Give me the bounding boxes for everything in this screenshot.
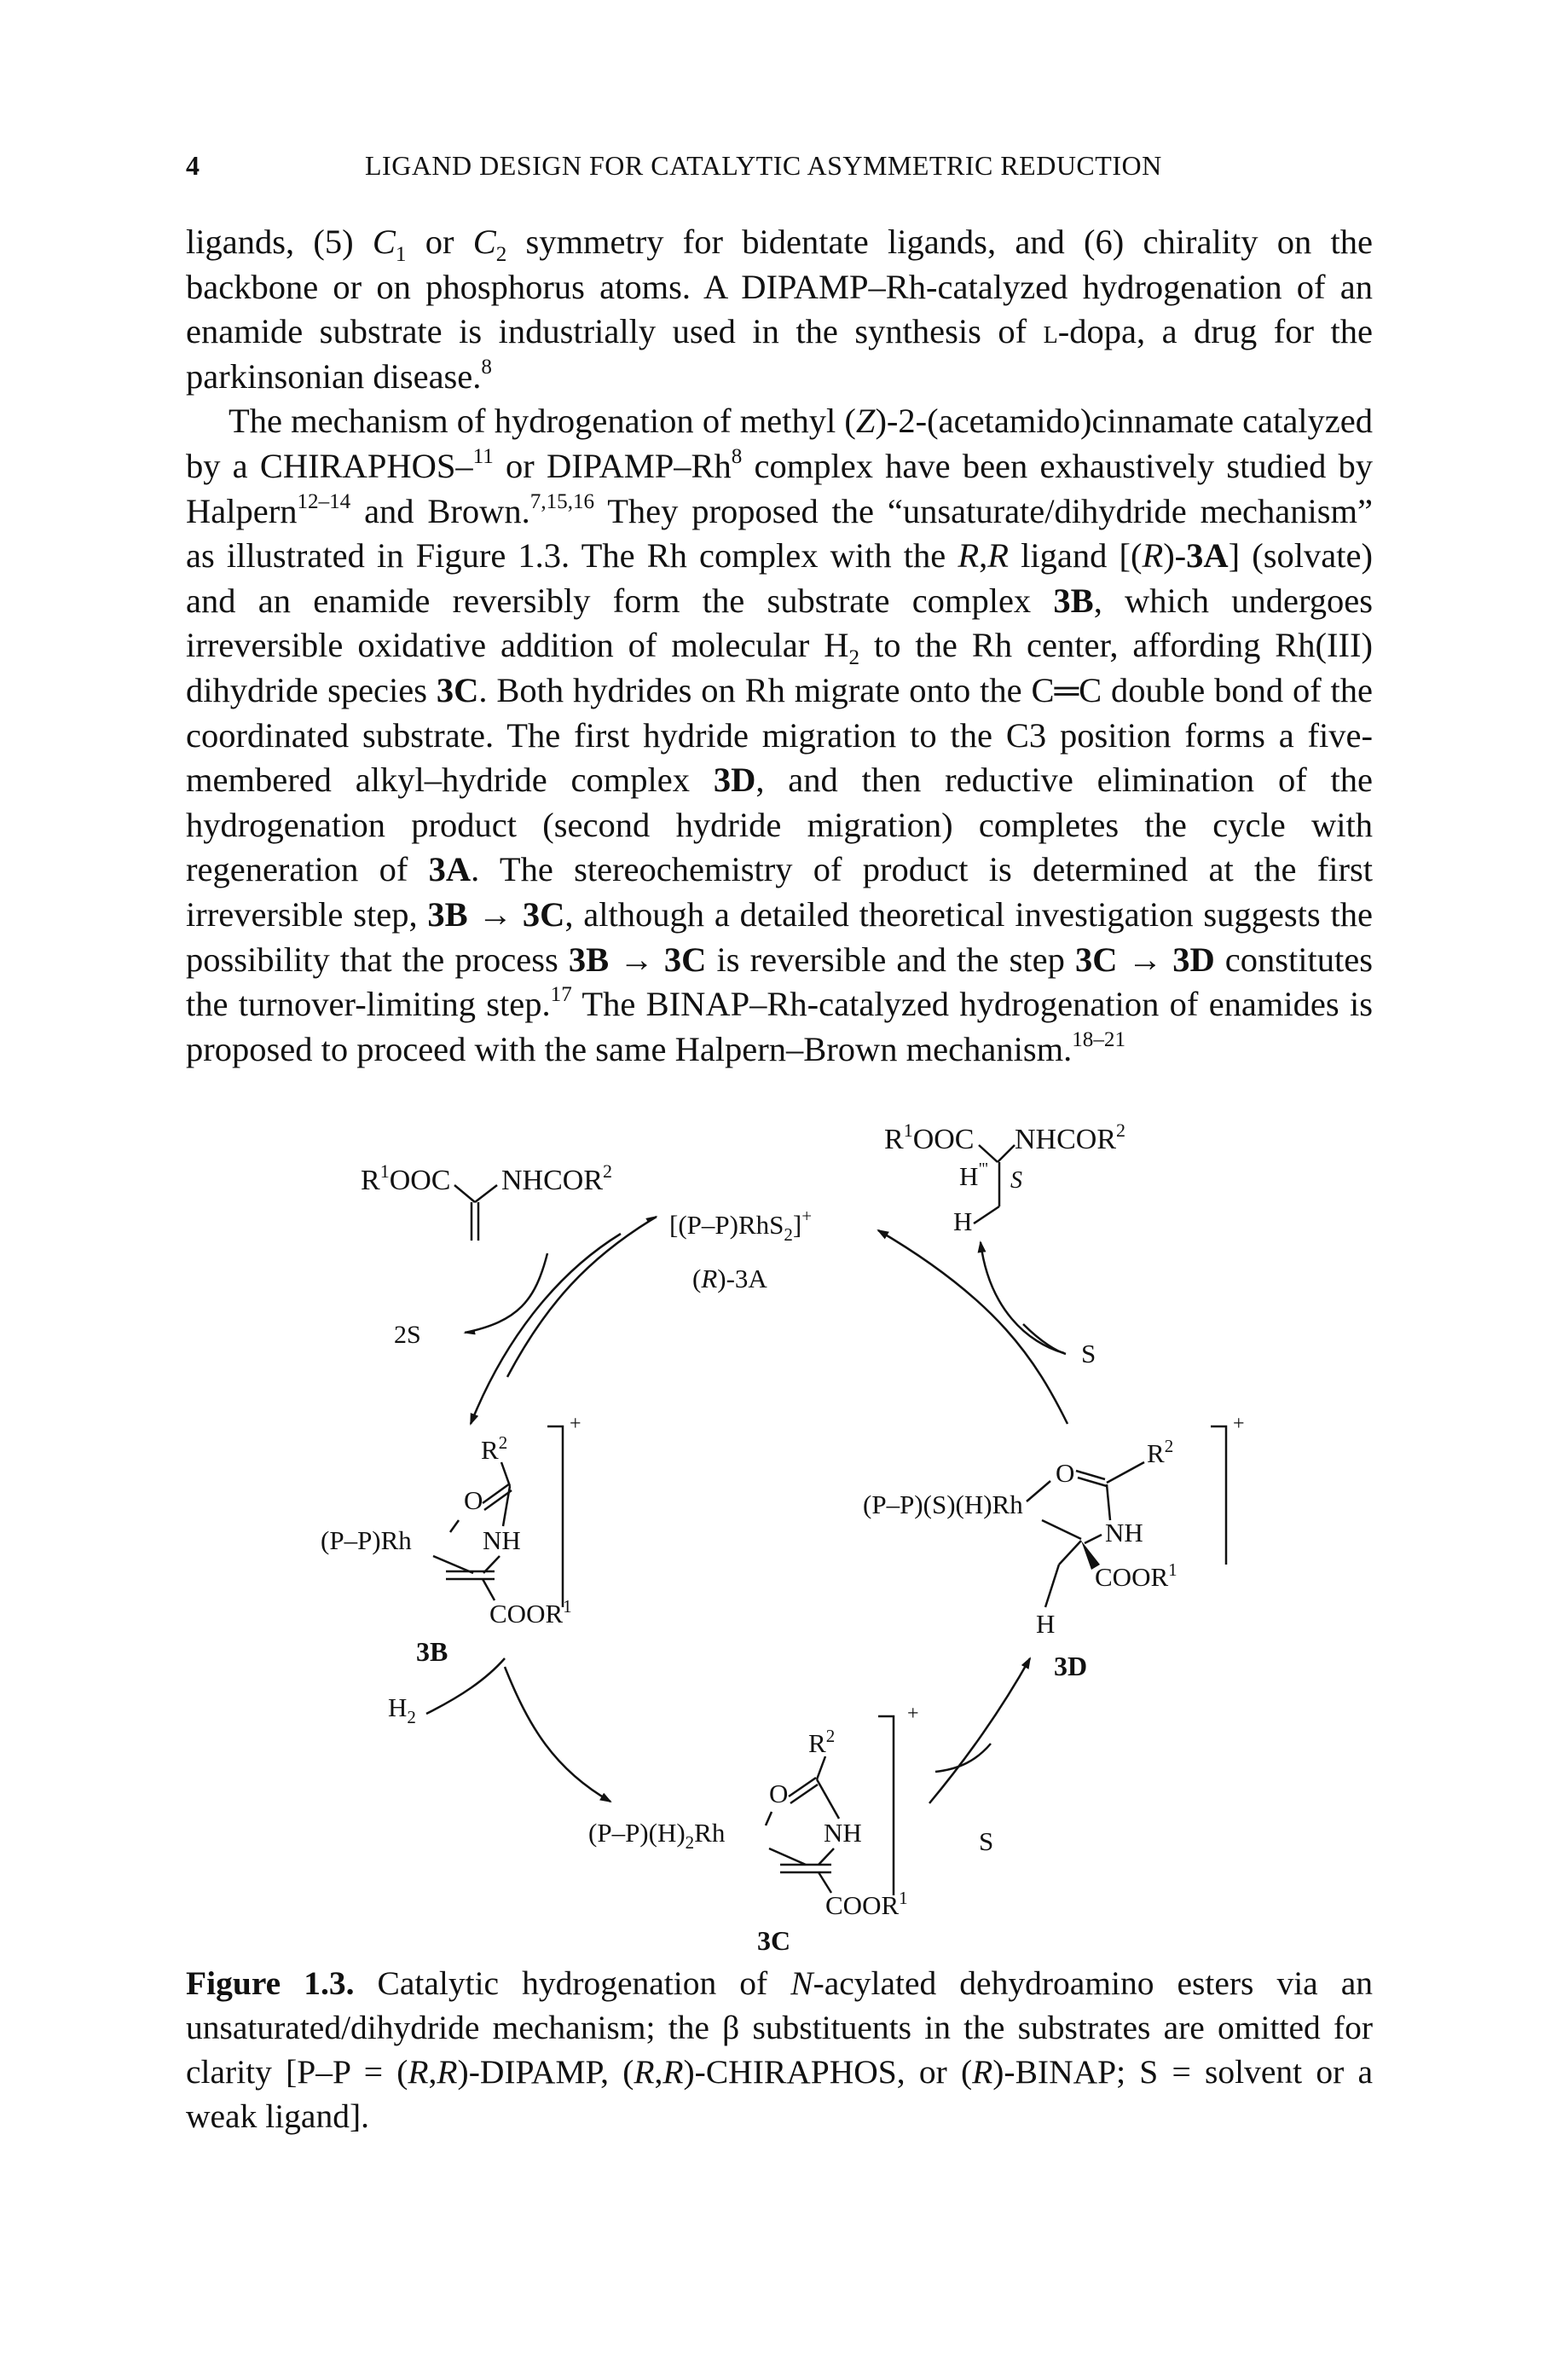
- enamide-substrate: R1OOC NHCOR2: [361, 1160, 612, 1241]
- arrow-3a-to-3b: [469, 1232, 622, 1426]
- 3b-charge: +: [570, 1413, 581, 1435]
- label-s-bottom: S: [979, 1826, 993, 1856]
- complex-3b: (P–P)Rh O NH R2 COOR1 + 3B: [321, 1413, 581, 1667]
- caption-label: Figure 1.3.: [186, 1964, 355, 2002]
- page-number: 4: [186, 150, 200, 181]
- label-2s: 2S: [394, 1321, 421, 1349]
- 3c-coor1: COOR1: [825, 1888, 908, 1920]
- 3d-pp-s-h-rh: (P–P)(S)(H)Rh: [863, 1490, 1023, 1519]
- solvent-uptake-curve: [934, 1743, 992, 1773]
- arrow-3a-to-3b-forward: [506, 1215, 658, 1378]
- arrow-3d-to-3a: [877, 1229, 1069, 1425]
- label-s-top: S: [1081, 1339, 1096, 1368]
- 3b-pp-rh: (P–P)Rh: [321, 1525, 412, 1555]
- catalyst-label: (R)-3A: [692, 1264, 767, 1293]
- substrate-bond-right: [474, 1184, 498, 1203]
- 3d-oxygen: O: [1056, 1458, 1074, 1488]
- substrate-nhcor: NHCOR2: [501, 1160, 612, 1196]
- complex-3d: (P–P)(S)(H)Rh O NH R2 COOR1 H + 3D: [863, 1413, 1245, 1681]
- 3d-nh: NH: [1105, 1518, 1143, 1547]
- product-stereo-s: S: [1010, 1167, 1022, 1194]
- label-3d: 3D: [1054, 1651, 1087, 1681]
- 3b-nh: NH: [483, 1525, 521, 1555]
- product-h-bottom: H: [953, 1206, 972, 1236]
- h2-uptake-curve: [425, 1657, 506, 1715]
- substrate-r1ooc: R1OOC: [361, 1160, 450, 1196]
- arrow-release-2s: [463, 1252, 549, 1335]
- catalyst-3a: [(P–P)RhS2]+ (R)-3A: [669, 1206, 812, 1293]
- running-head-title: LIGAND DESIGN FOR CATALYTIC ASYMMETRIC R…: [365, 150, 1162, 181]
- label-3b: 3B: [416, 1636, 448, 1667]
- body-text: ligands, (5) C1 or C2 symmetry for biden…: [186, 220, 1373, 1072]
- 3c-charge: +: [907, 1703, 919, 1725]
- catalyst-formula: [(P–P)RhS2]+: [669, 1206, 812, 1245]
- arrow-3b-to-3c: [503, 1666, 612, 1803]
- hydrogenation-product: R1OOC NHCOR2 H ''' H S: [884, 1119, 1125, 1236]
- product-hash-bond: ''': [979, 1160, 988, 1178]
- figure-caption: Figure 1.3. Catalytic hydrogenation of N…: [186, 1961, 1373, 2138]
- 3c-nh: NH: [824, 1818, 862, 1848]
- 3d-r2: R2: [1147, 1436, 1173, 1468]
- substrate-bond-left: [454, 1184, 476, 1203]
- solvent-release-curve: [1022, 1323, 1067, 1356]
- catalytic-cycle-diagram: R1OOC NHCOR2 [(P–P)RhS2]+ (R)-3A 2S (P–P…: [321, 1119, 1245, 1956]
- product-r1ooc: R1OOC: [884, 1119, 974, 1155]
- caption-text: Catalytic hydrogenation of N-acylated de…: [186, 1964, 1374, 2135]
- 3b-r2: R2: [481, 1432, 507, 1465]
- 3c-r2: R2: [808, 1726, 835, 1758]
- complex-3c: (P–P)(H)2Rh O NH R2 COOR1 + 3C: [588, 1703, 919, 1956]
- 3c-oxygen: O: [769, 1779, 788, 1808]
- paragraph-2: The mechanism of hydrogenation of methyl…: [186, 402, 1374, 1068]
- 3d-coor1: COOR1: [1095, 1559, 1177, 1592]
- paragraph-1: ligands, (5) C1 or C2 symmetry for biden…: [186, 223, 1373, 396]
- 3d-h: H: [1036, 1609, 1055, 1639]
- label-h2: H2: [388, 1692, 416, 1727]
- arrow-product-release: [977, 1241, 1065, 1355]
- product-h-top: H: [959, 1161, 978, 1191]
- arrow-3c-to-3d: [929, 1657, 1032, 1804]
- label-3c: 3C: [757, 1925, 790, 1956]
- figure-1-3: R1OOC NHCOR2 [(P–P)RhS2]+ (R)-3A 2S (P–P…: [0, 1087, 1568, 1961]
- product-nhcor: NHCOR2: [1015, 1119, 1125, 1155]
- 3b-oxygen: O: [464, 1485, 483, 1515]
- 3d-charge: +: [1233, 1413, 1245, 1435]
- 3b-coor1: COOR1: [489, 1596, 572, 1628]
- 3c-pp-h2-rh: (P–P)(H)2Rh: [588, 1818, 726, 1853]
